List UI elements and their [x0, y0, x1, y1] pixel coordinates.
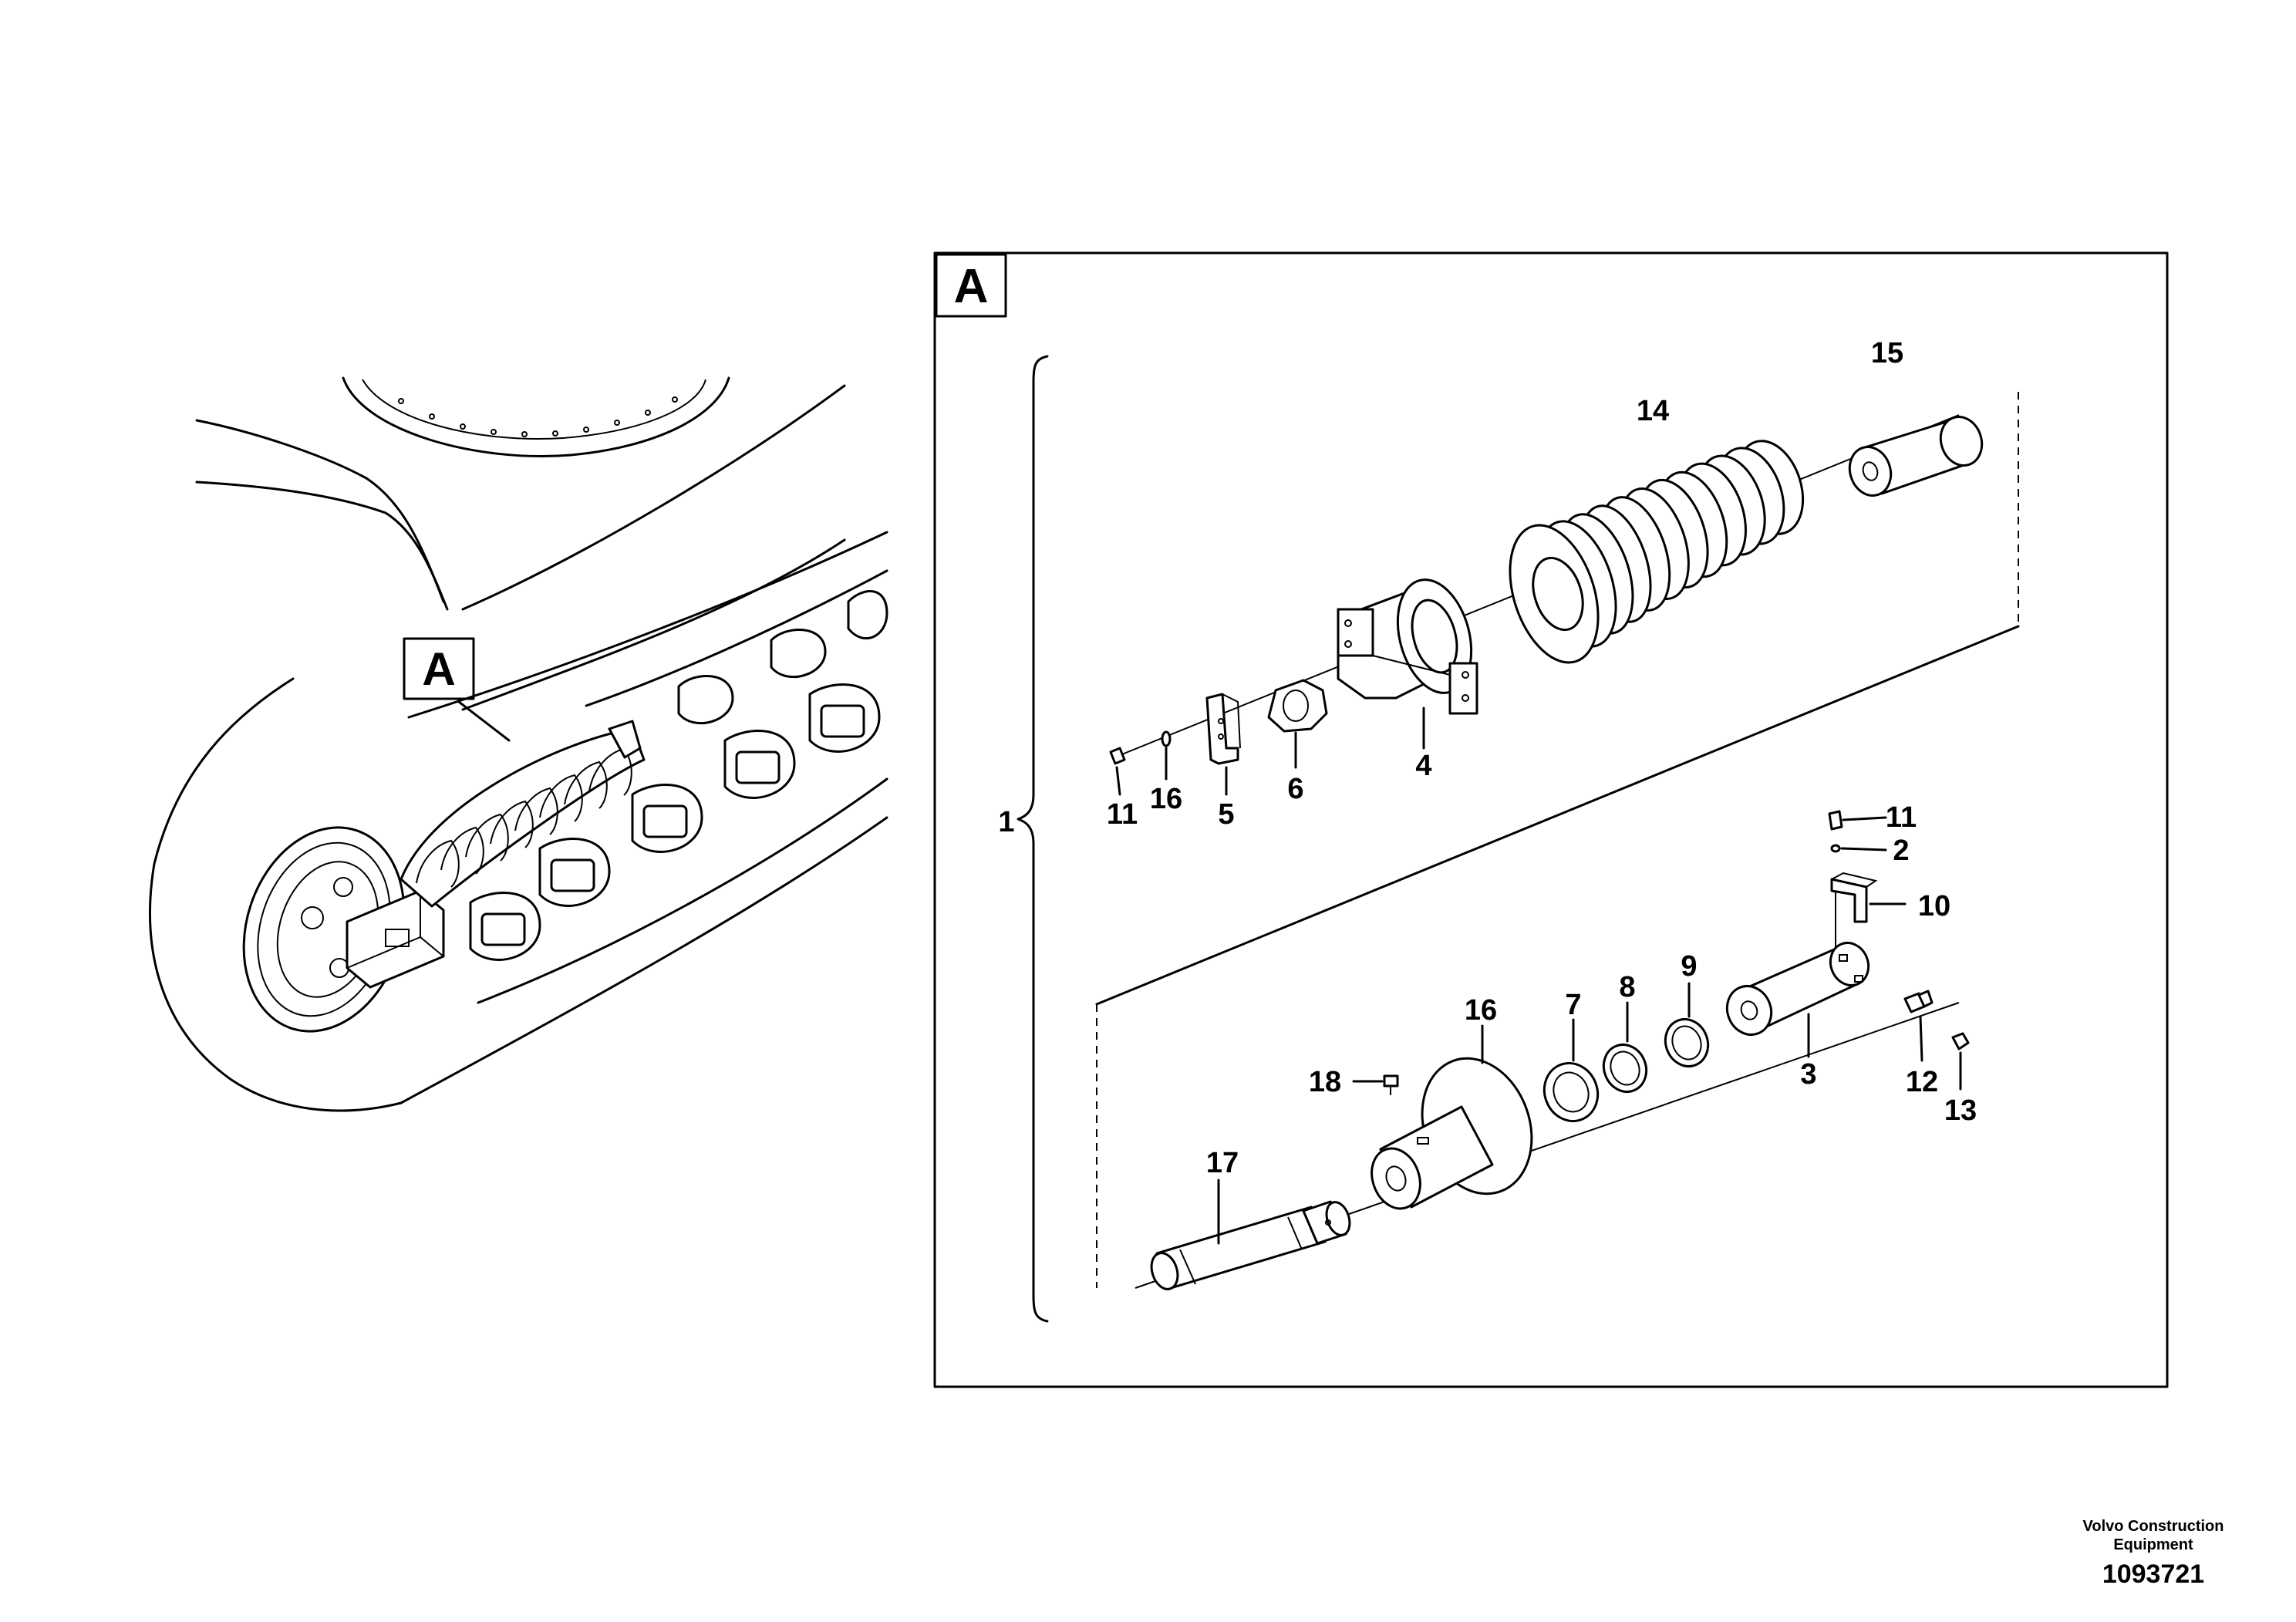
callout-10: 10 [1918, 890, 1950, 922]
part-16-bushing-lower [1371, 1024, 1533, 1210]
callout-8: 8 [1619, 971, 1635, 1003]
detail-a-title: A [954, 260, 989, 313]
callout-17: 17 [1206, 1147, 1239, 1179]
part-8-ring [1602, 1001, 1648, 1093]
part-14-spring [1509, 440, 1805, 664]
callout-labels: 1 15 14 4 6 5 16 11 11 2 10 9 8 7 16 3 1… [998, 337, 1977, 1179]
part-10-lock-plate [1830, 872, 1907, 949]
callout-7: 7 [1565, 989, 1581, 1021]
part-7-seal [1542, 1018, 1600, 1122]
callout-14: 14 [1637, 395, 1669, 427]
footer: Volvo Construction Equipment 1093721 [2065, 1517, 2242, 1591]
part-13-cap [1951, 1032, 1970, 1091]
part-3-pin [1725, 942, 1870, 1058]
undercarriage-overview: A [149, 376, 888, 1112]
detail-a-panel: A [933, 251, 2169, 1388]
part-6-nut [1267, 679, 1328, 769]
callout-1: 1 [998, 806, 1014, 838]
callout-13: 13 [1944, 1094, 1977, 1127]
callout-4: 4 [1415, 750, 1431, 782]
callout-16-lower: 16 [1465, 994, 1497, 1027]
part-16-washer-upper [1161, 730, 1172, 781]
callout-2: 2 [1893, 835, 1909, 867]
callout-11-lower: 11 [1886, 801, 1917, 834]
part-17-shaft [1150, 1179, 1351, 1290]
detail-a-marker-label: A [422, 643, 455, 695]
callout-6: 6 [1287, 773, 1303, 805]
callout-3: 3 [1800, 1058, 1816, 1091]
company-name: Volvo Construction Equipment [2082, 1518, 2224, 1553]
callout-15: 15 [1871, 337, 1903, 369]
part-9-o-ring [1664, 982, 1710, 1067]
callout-12: 12 [1906, 1066, 1938, 1098]
part-12-grease-nipple [1903, 990, 1934, 1062]
callout-5: 5 [1218, 798, 1234, 831]
part-4-bracket [1337, 578, 1478, 750]
detail-a-marker [403, 637, 475, 700]
callout-18: 18 [1309, 1066, 1341, 1098]
callout-9: 9 [1681, 950, 1697, 983]
callout-16-upper: 16 [1150, 783, 1182, 815]
part-2-washer [1830, 844, 1887, 853]
part-18-screw [1352, 1074, 1399, 1095]
callout-11-upper: 11 [1107, 798, 1138, 831]
part-11-bolt-upper [1109, 747, 1126, 796]
document-number: 1093721 [2102, 1560, 2205, 1589]
part-11-bolt-lower [1828, 810, 1887, 831]
part-15-bushing [1848, 416, 1984, 497]
part-5-lock-plate [1205, 693, 1241, 796]
assembly-brace [1017, 355, 1049, 1323]
